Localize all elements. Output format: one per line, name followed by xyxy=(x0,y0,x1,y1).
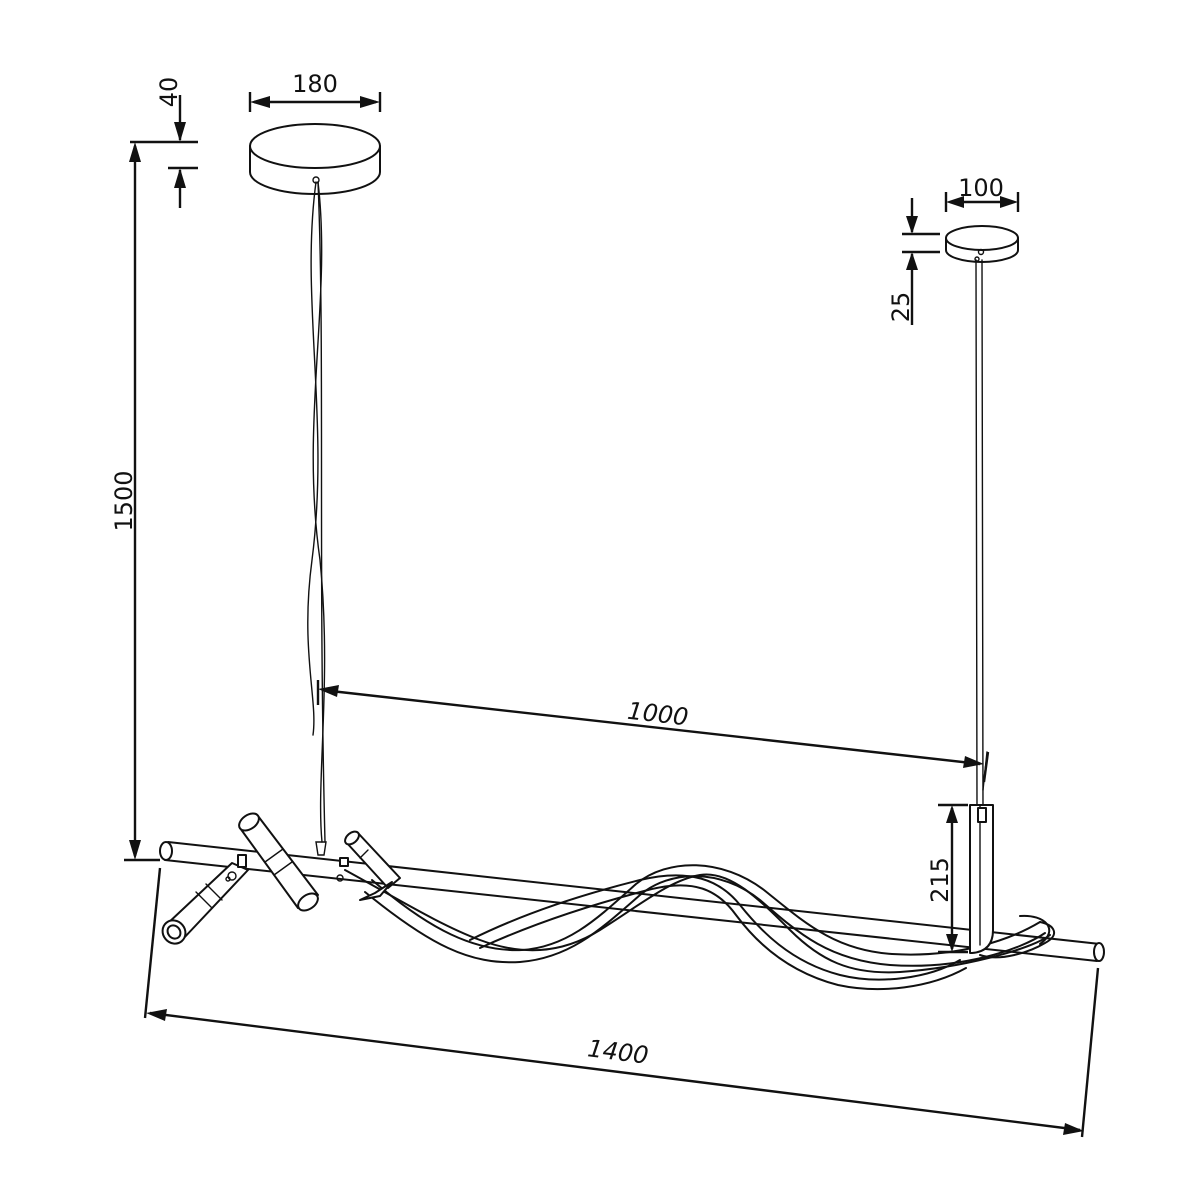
right-suspension-rods xyxy=(975,259,988,811)
label-canopy-large-height: 40 xyxy=(155,77,183,108)
label-suspension-height: 1500 xyxy=(110,470,138,531)
spotlight-right xyxy=(339,830,401,901)
label-bracket-height: 215 xyxy=(926,857,954,903)
dimension-canopy-small-height xyxy=(902,198,940,325)
dimension-total-length xyxy=(143,867,1100,1138)
wave-led-tubes xyxy=(344,864,1055,991)
label-canopy-large-width: 180 xyxy=(292,70,338,98)
left-suspension-cables xyxy=(307,181,326,843)
spotlight-left xyxy=(161,862,249,945)
small-ceiling-canopy xyxy=(945,225,1019,263)
right-bracket xyxy=(969,804,994,954)
label-canopy-small-height: 25 xyxy=(887,292,915,323)
dimension-canopy-large-height xyxy=(130,95,198,208)
label-total-length: 1400 xyxy=(586,1034,650,1069)
dimension-bracket-height xyxy=(938,803,968,954)
dimension-canopy-large-width xyxy=(248,92,382,112)
dimension-canopy-small-width xyxy=(944,192,1020,212)
label-canopy-small-width: 100 xyxy=(958,174,1004,202)
dimension-suspension-height xyxy=(124,142,160,862)
large-ceiling-canopy xyxy=(249,123,381,195)
label-hanging-distance: 1000 xyxy=(626,697,690,732)
dimension-hanging-distance xyxy=(316,680,990,783)
spotlight-center xyxy=(237,812,344,912)
